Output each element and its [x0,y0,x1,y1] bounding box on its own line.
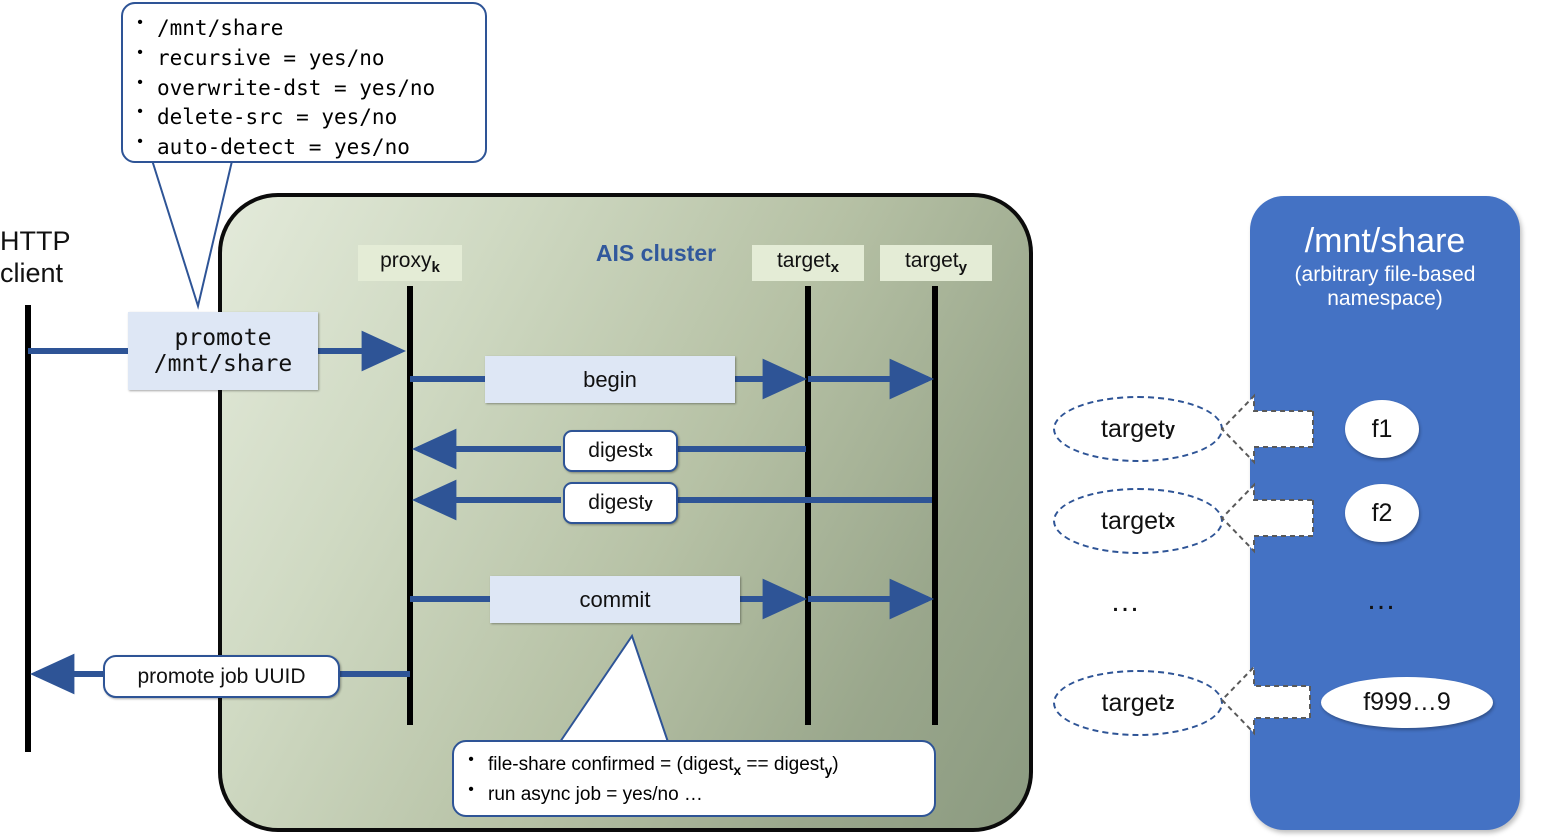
bullet-icon: • [468,780,474,798]
namespace-subtitle-line1: (arbitrary file-based [1294,263,1476,286]
bullet-icon: • [137,73,143,91]
http-client-label-line2: client [0,257,64,288]
message-digest-y-name: digest [588,491,645,514]
callout-commit-item: • run async job = yes/no … [454,781,934,809]
actor-target-x-subscript: x [830,259,840,277]
bullet-icon: • [137,103,143,121]
actor-head-target-y: targety [880,245,992,282]
message-promote-line1: promote [174,324,272,351]
callout-commit-text-pre: file-share confirmed = (digest [488,754,734,775]
message-begin[interactable]: begin [485,356,735,403]
target-oval-z-subscript: z [1165,692,1175,713]
callout-option-text: auto-detect = yes/no [157,135,410,160]
callout-option-item: • overwrite-dst = yes/no [123,74,485,104]
lifeline-proxy [407,286,413,725]
callout-option-text: /mnt/share [157,16,284,40]
files-ellipsis: … [1366,583,1398,616]
callout-commit-text: file-share confirmed = (digestx == diges… [488,751,839,781]
bullet-icon: • [137,14,143,31]
namespace-subtitle-line2: namespace) [1327,287,1443,311]
message-promote-job-uuid[interactable]: promote job UUID [103,655,340,698]
bullet-icon: • [137,133,143,151]
targets-ellipsis: … [1110,585,1142,618]
http-client-label-line1: HTTP [0,226,71,256]
lifeline-target-x [805,286,811,725]
callout-commit-text-post: ) [832,754,839,775]
message-digest-y-subscript: y [644,494,653,512]
callout-commit-notes-list: • file-share confirmed = (digestx == dig… [454,751,934,808]
target-oval-x-name: target [1101,506,1165,535]
namespace-title: /mnt/share [1304,222,1466,260]
callout-promote-options: • /mnt/share • recursive = yes/no • over… [121,2,487,163]
target-oval-x-subscript: x [1164,510,1175,531]
callout-commit-text-sub1: x [733,762,742,778]
message-promote-line2: /mnt/share [153,351,293,377]
message-commit[interactable]: commit [490,576,740,623]
ais-cluster-title: AIS cluster [595,240,717,266]
http-client-label: HTTP client [0,226,130,290]
message-digest-x-subscript: x [644,442,653,460]
callout-option-text: delete-src = yes/no [157,105,398,130]
actor-head-target-x: targetx [752,245,864,282]
callout-commit-text: run async job = yes/no … [488,783,703,805]
actor-head-proxy: proxyk [358,245,462,282]
actor-proxy-subscript: k [431,259,440,277]
lifeline-http-client [25,305,31,752]
target-oval-y-name: target [1101,414,1165,443]
bullet-icon: • [137,43,143,61]
callout-promote-options-list: • /mnt/share • recursive = yes/no • over… [123,14,485,163]
callout-option-item: • recursive = yes/no [123,44,485,74]
callout-option-text: overwrite-dst = yes/no [157,75,436,100]
actor-target-y-subscript: y [958,259,968,277]
bullet-icon: • [468,751,474,768]
actor-proxy-name: proxy [380,249,432,272]
callout-option-text: recursive = yes/no [157,45,385,70]
message-promote[interactable]: promote /mnt/share [128,312,318,390]
namespace-subtitle: (arbitrary file-based namespace) [1250,263,1520,311]
message-digest-x-name: digest [588,439,645,462]
file-oval-f999: f999…9 [1321,677,1493,728]
callout-commit-item: • file-share confirmed = (digestx == dig… [454,751,934,781]
actor-target-y-name: target [904,249,959,272]
callout-option-item: • auto-detect = yes/no [123,133,485,163]
callout-commit-notes: • file-share confirmed = (digestx == dig… [452,740,936,817]
callout-option-item: • delete-src = yes/no [123,103,485,133]
callout-option-item: • /mnt/share [123,14,485,44]
file-oval-f2: f2 [1345,484,1419,542]
actor-target-x-name: target [776,249,831,272]
callout-commit-text-sub2: y [824,762,833,778]
target-oval-y-subscript: y [1164,418,1175,439]
target-oval-z-name: target [1101,688,1166,717]
file-oval-f1: f1 [1345,400,1419,458]
lifeline-target-y [932,286,938,725]
callout-commit-text-mid: == digest [741,754,825,775]
